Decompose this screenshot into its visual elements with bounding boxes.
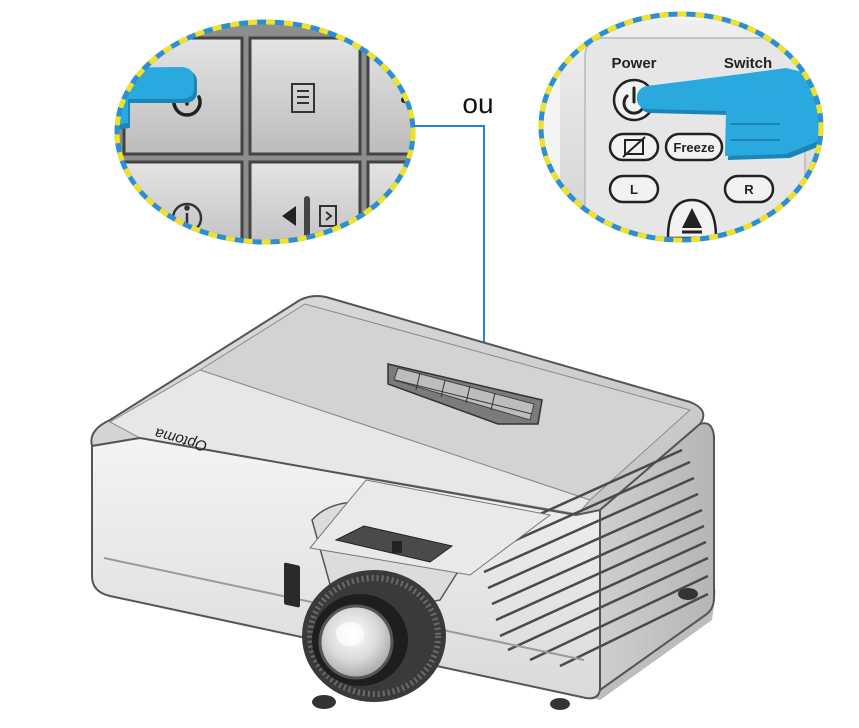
keypad-info-key[interactable] <box>122 160 244 262</box>
projector: Optoma <box>90 295 716 710</box>
menu-icon <box>291 83 315 113</box>
hand-pointer-left <box>117 67 197 138</box>
remote-magnifier: Power Switch Freeze L R <box>538 11 824 243</box>
remote-freeze-label: Freeze <box>673 140 714 155</box>
remote-r-button[interactable] <box>723 174 775 204</box>
foot-center <box>550 698 570 710</box>
left-arrow-icon <box>282 206 296 226</box>
remote-power-label: Power <box>611 55 656 72</box>
remote-switch-label: Switch <box>724 55 772 72</box>
keypad-magnifier <box>114 19 428 262</box>
remote-l-button[interactable] <box>608 174 660 204</box>
connector: ou <box>413 88 494 396</box>
ir-sensor <box>284 562 300 608</box>
remote-r-label: R <box>744 182 754 197</box>
up-arrow-icon <box>682 208 702 228</box>
keypad-partial-key[interactable] <box>366 36 428 156</box>
status-led <box>304 196 310 238</box>
side-vents <box>477 448 709 668</box>
focus-knob[interactable] <box>392 541 402 553</box>
projector-keypad <box>387 363 543 425</box>
remote-l-label: L <box>630 182 638 197</box>
blank-screen-icon <box>622 136 646 158</box>
keypad-menu-key[interactable] <box>248 36 362 156</box>
source-icon <box>319 205 337 227</box>
projector-lens <box>302 570 446 702</box>
foot-left <box>312 695 336 709</box>
remote-freeze-button[interactable] <box>664 132 724 162</box>
hand-pointer-right <box>637 68 821 160</box>
foot-right <box>678 588 698 600</box>
connector-label: ou <box>462 88 493 119</box>
